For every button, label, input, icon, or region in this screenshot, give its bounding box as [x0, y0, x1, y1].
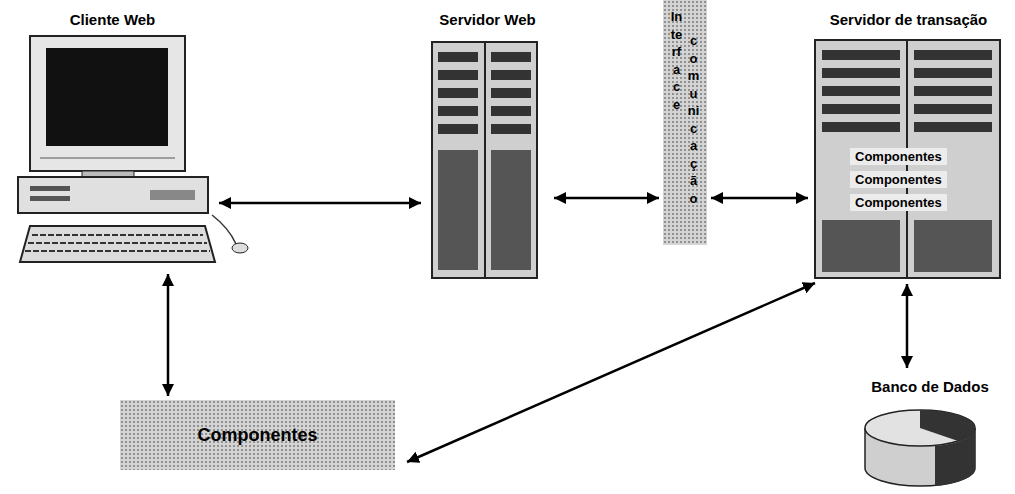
database-disk — [865, 410, 975, 486]
database: Banco de Dados — [855, 372, 1005, 490]
double-arrow — [219, 202, 421, 205]
node-label: Servidor de transação — [830, 11, 988, 28]
node-label: Cliente Web — [70, 11, 156, 28]
double-arrow — [906, 284, 909, 368]
double-arrow — [711, 197, 808, 200]
node-label: Componentes — [855, 195, 942, 210]
node-label: Banco de Dados — [871, 378, 989, 395]
interface-band: Interface comunicação — [663, 0, 707, 245]
double-arrow — [554, 197, 659, 200]
components-band: Componentes — [120, 400, 395, 470]
node-label: Servidor Web — [439, 11, 535, 28]
double-arrow — [167, 274, 170, 396]
component-label: Componentes — [850, 194, 947, 211]
component-label: Componentes — [850, 148, 947, 165]
node-label: Componentes — [855, 172, 942, 187]
computer-illustration — [18, 36, 248, 262]
node-label: Componentes — [191, 425, 323, 446]
server-rack — [432, 42, 537, 278]
web-server: Servidor Web — [425, 5, 550, 280]
text-columns: Interface comunicação — [663, 0, 707, 207]
node-label: Interface — [670, 8, 683, 207]
double-arrow — [407, 283, 815, 462]
node-label: Componentes — [855, 149, 942, 164]
server-rack — [815, 40, 1000, 278]
component-label: Componentes — [850, 171, 947, 188]
transaction-server: Servidor de transaçãoComponentesComponen… — [812, 5, 1005, 280]
client-computer: Cliente Web — [10, 5, 215, 270]
node-label: comunicação — [687, 32, 700, 207]
